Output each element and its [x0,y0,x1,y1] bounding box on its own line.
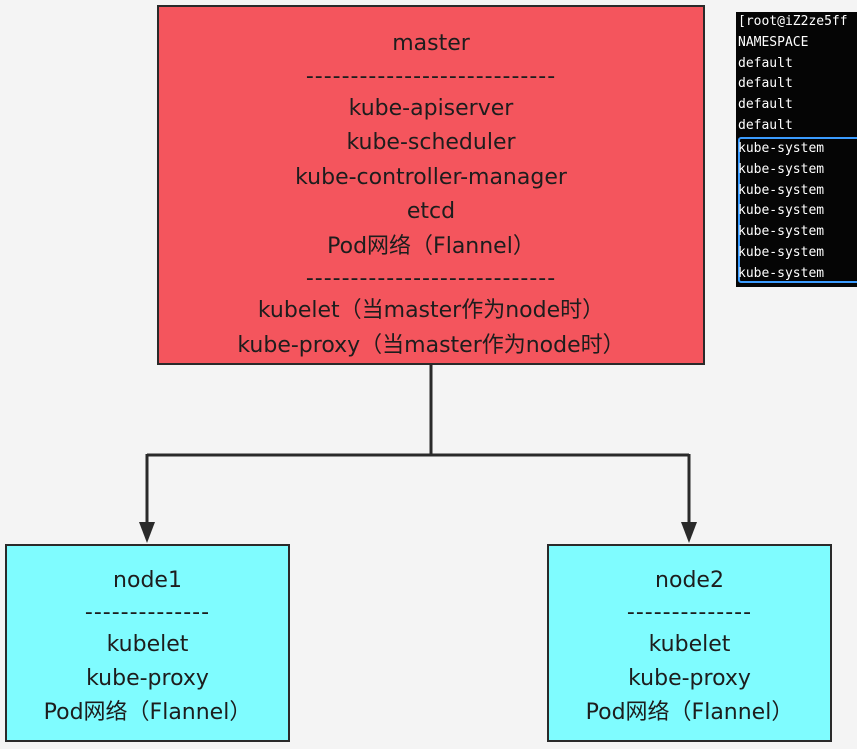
node1-component: kubelet [106,632,189,657]
terminal-highlight-row: kube-system [738,265,825,281]
terminal-highlight-box: kube-system kube-system kube-system kube… [738,137,857,283]
node2-component: kubelet [648,632,731,657]
node1-title: node1 [113,568,182,593]
master-box: master ---------------------------- kube… [157,5,705,365]
master-component: kube-controller-manager [295,164,567,190]
terminal-header: NAMESPACE [738,34,809,50]
terminal-highlight-row: kube-system [738,244,825,260]
terminal-row: default [738,117,793,133]
terminal-highlight-row: kube-system [738,182,825,198]
node2-separator: -------------- [626,600,753,625]
master-node-component: kube-proxy（当master作为node时） [237,332,625,358]
terminal-panel: [root@iZ2ze5ff NAMESPACE default default… [736,12,857,287]
master-separator-bottom: ---------------------------- [305,266,557,291]
terminal-highlight-row: kube-system [738,203,825,219]
arrowhead-node1 [139,522,155,543]
terminal-prompt: [root@iZ2ze5ff [738,14,848,29]
node1-box: node1 -------------- kubelet kube-proxy … [5,544,290,742]
terminal-highlight-row: kube-system [738,141,825,156]
node1-component: kube-proxy [86,666,209,691]
terminal-highlight-row: kube-system [738,224,825,240]
terminal-row: default [738,55,793,71]
master-component: etcd [406,199,456,224]
node1-component: Pod网络（Flannel） [43,700,252,725]
master-separator-top: ---------------------------- [305,63,557,89]
node1-separator: -------------- [84,600,211,625]
terminal-row: default [738,97,793,113]
node2-title: node2 [655,568,724,593]
node2-box: node2 -------------- kubelet kube-proxy … [547,544,832,742]
arrowhead-node2 [681,522,697,543]
node2-component: kube-proxy [628,666,751,691]
terminal-row: default [738,76,793,92]
master-component: Pod网络（Flannel） [327,233,535,259]
master-title: master [392,31,470,56]
master-component: kube-scheduler [346,130,516,155]
master-component: kube-apiserver [348,95,514,121]
node2-component: Pod网络（Flannel） [585,700,794,725]
master-node-component: kubelet（当master作为node时） [257,298,605,323]
terminal-highlight-row: kube-system [738,161,825,177]
